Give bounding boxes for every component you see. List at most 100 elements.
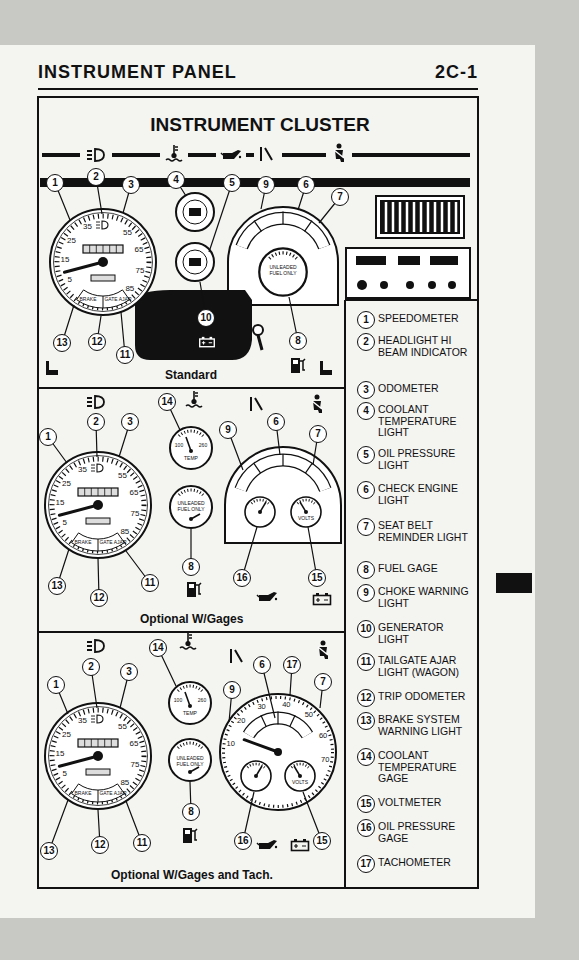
gauge-scale-text: GATE AJAR	[104, 297, 131, 303]
gauge-scale-text: 60	[319, 731, 327, 739]
gauge-scale-text: GATE AJAR	[99, 791, 126, 797]
gauge-scale-text: 10	[227, 740, 235, 748]
callout-number: 12	[91, 836, 109, 854]
gauge-scale-text: 85	[120, 778, 129, 787]
gauge-scale-text: 15	[61, 256, 70, 265]
callout-number: 6	[267, 413, 285, 431]
gauge-scale-text: 15	[56, 750, 65, 759]
callout-number: 11	[133, 834, 151, 852]
page-header: 2C-1	[435, 63, 478, 83]
gages-cluster-art	[45, 391, 341, 605]
callout-number: 8	[289, 332, 307, 350]
gauge-scale-text: 15	[56, 499, 65, 508]
callout-number: 4	[357, 402, 375, 420]
legend-text: COOLANT TEMPERATURE LIGHT	[378, 404, 475, 439]
callout-number: 1	[46, 174, 64, 192]
page-sheet	[0, 45, 535, 918]
legend-text: TACHOMETER	[378, 857, 475, 869]
gauge-scale-text: 100	[174, 698, 182, 704]
gauge-scale-text: 75	[131, 760, 140, 769]
callout-number: 6	[297, 176, 315, 194]
gauge-scale-text: 35	[83, 223, 92, 232]
callout-number: 15	[308, 569, 326, 587]
panel-caption: Optional W/Gages	[140, 613, 243, 626]
callout-number: 10	[197, 309, 215, 327]
callout-number: 7	[309, 425, 327, 443]
callout-number: 13	[40, 842, 58, 860]
callout-number: 5	[223, 174, 241, 192]
legend-text: FUEL GAGE	[378, 563, 475, 575]
gauge-scale-text: 70	[321, 756, 329, 764]
legend-text: CHOKE WARNING LIGHT	[378, 586, 475, 609]
gauge-scale-text: BRAKE	[75, 791, 92, 797]
gauge-scale-text: 65	[129, 739, 138, 748]
callout-number: 2	[357, 333, 375, 351]
callout-number: 7	[357, 518, 375, 536]
gauge-scale-text: BRAKE	[80, 297, 97, 303]
callout-number: 3	[121, 413, 139, 431]
gauge-scale-text: 35	[78, 717, 87, 726]
gauge-scale-text: VOLTS	[292, 780, 308, 786]
callout-number: 1	[357, 311, 375, 329]
callout-number: 14	[149, 639, 167, 657]
gauge-scale-text: 5	[63, 519, 67, 528]
legend-text: TAILGATE AJAR LIGHT (WAGON)	[378, 655, 475, 678]
gauge-scale-text: 25	[62, 479, 71, 488]
callout-number: 14	[158, 393, 176, 411]
legend-text: HEADLIGHT HI BEAM INDICATOR	[378, 335, 475, 358]
callout-number: 1	[39, 428, 57, 446]
callout-number: 3	[122, 176, 140, 194]
callout-number: 4	[167, 171, 185, 189]
callout-number: 13	[48, 577, 66, 595]
callout-number: 3	[120, 663, 138, 681]
callout-number: 7	[331, 188, 349, 206]
callout-number: 17	[357, 855, 375, 873]
legend-text: OIL PRESSURE GAGE	[378, 821, 475, 844]
legend-text: ODOMETER	[378, 383, 475, 395]
callout-number: 11	[357, 653, 375, 671]
panel-caption: Standard	[165, 369, 217, 382]
gauge-scale-text: 5	[68, 276, 72, 285]
gauge-scale-text: UNLEADED FUEL ONLY	[176, 756, 204, 767]
gauge-scale-text: 50	[305, 711, 313, 719]
legend-text: SPEEDOMETER	[378, 313, 475, 325]
legend-text: CHECK ENGINE LIGHT	[378, 483, 475, 506]
gauge-scale-text: TEMP	[183, 711, 197, 717]
callout-number: 9	[257, 176, 275, 194]
callout-number: 9	[219, 421, 237, 439]
gauge-scale-text: 55	[118, 471, 127, 480]
legend-text: SEAT BELT REMINDER LIGHT	[378, 520, 475, 543]
callout-number: 15	[357, 795, 375, 813]
gauge-scale-text: 25	[67, 236, 76, 245]
callout-number: 3	[357, 381, 375, 399]
callout-number: 15	[313, 832, 331, 850]
callout-number: 13	[357, 712, 375, 730]
legend-text: BRAKE SYSTEM WARNING LIGHT	[378, 714, 475, 737]
legend-text: GENERATOR LIGHT	[378, 622, 475, 645]
legend-text: COOLANT TEMPERATURE GAGE	[378, 750, 475, 785]
gauge-scale-text: UNLEADED FUEL ONLY	[268, 265, 298, 276]
gauge-scale-text: 75	[136, 266, 145, 275]
callout-number: 12	[88, 333, 106, 351]
callout-number: 9	[223, 681, 241, 699]
page-header: INSTRUMENT PANEL	[38, 63, 237, 83]
callout-number: 11	[116, 346, 134, 364]
callout-number: 1	[47, 676, 65, 694]
callout-number: 2	[82, 658, 100, 676]
diagram-title: INSTRUMENT CLUSTER	[150, 115, 370, 136]
callout-number: 8	[357, 561, 375, 579]
callout-number: 17	[283, 656, 301, 674]
panel-caption: Optional W/Gages and Tach.	[111, 869, 273, 882]
gauge-scale-text: UNLEADED FUEL ONLY	[177, 501, 205, 512]
callout-number: 14	[357, 748, 375, 766]
callout-number: 10	[357, 620, 375, 638]
callout-number: 6	[357, 481, 375, 499]
callout-number: 8	[182, 803, 200, 821]
callout-number: 2	[87, 413, 105, 431]
legend-text: OIL PRESSURE LIGHT	[378, 448, 475, 471]
callout-number: 16	[357, 819, 375, 837]
gauge-scale-text: 55	[118, 722, 127, 731]
gauge-scale-text: 85	[125, 284, 134, 293]
callout-number: 9	[357, 584, 375, 602]
gages-tach-cluster-art	[45, 633, 336, 851]
